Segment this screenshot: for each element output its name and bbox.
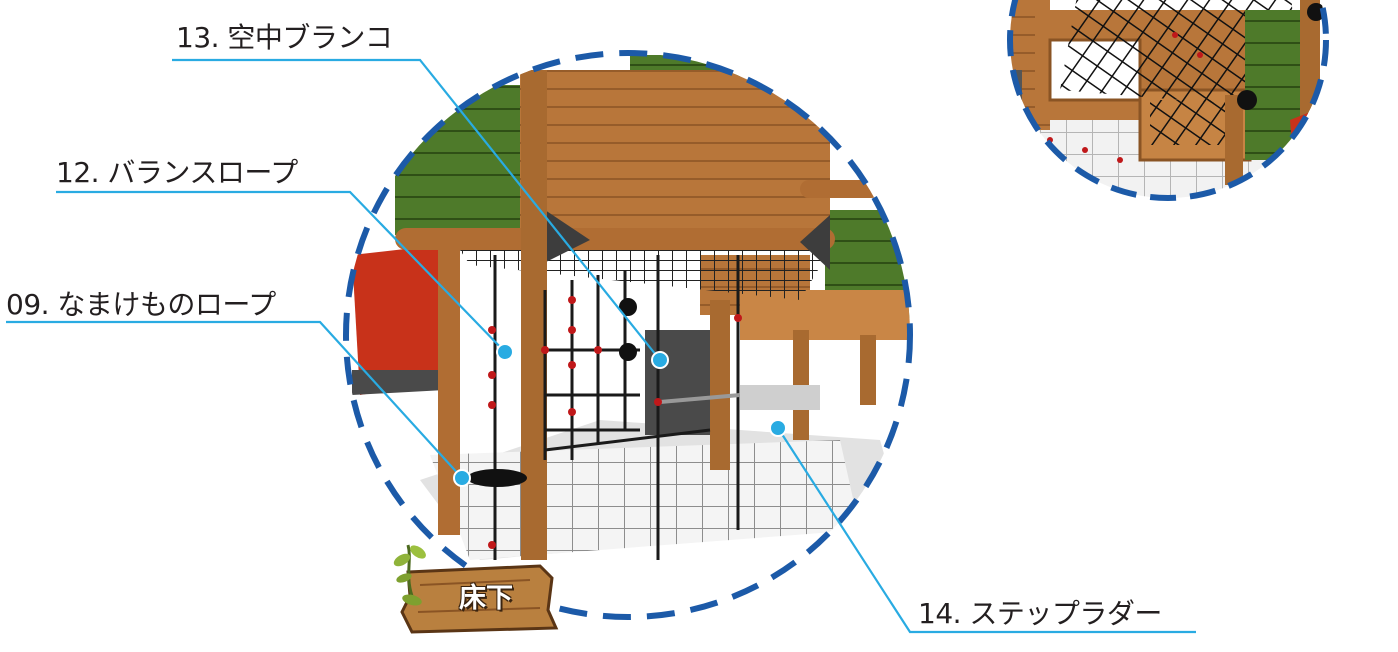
scene-dashed-border (343, 50, 913, 620)
leader-line-09 (6, 320, 463, 479)
wooden-sign-icon (400, 564, 559, 634)
leader-line-14 (777, 427, 1196, 634)
callout-label-balance-rope: 12. バランスロープ (56, 156, 298, 189)
callout-label-aerial-swing: 13. 空中ブランコ (176, 21, 393, 54)
inset-dashed-border (1007, 0, 1329, 201)
leader-line-13 (172, 58, 661, 361)
sign-label: 床下 (459, 583, 513, 614)
callout-label-sloth-rope: 09. なまけものロープ (6, 288, 276, 321)
leader-line-12 (56, 190, 506, 353)
under-deck-scene (346, 53, 910, 617)
leaf-sprout-icon (393, 544, 426, 606)
callout-dot-13 (651, 351, 669, 369)
callout-dot-12 (496, 343, 514, 361)
callout-dot-09 (453, 469, 471, 487)
overview-inset (1010, 0, 1326, 198)
callout-label-step-ladder: 14. ステップラダー (918, 597, 1162, 630)
callout-dot-14 (769, 419, 787, 437)
